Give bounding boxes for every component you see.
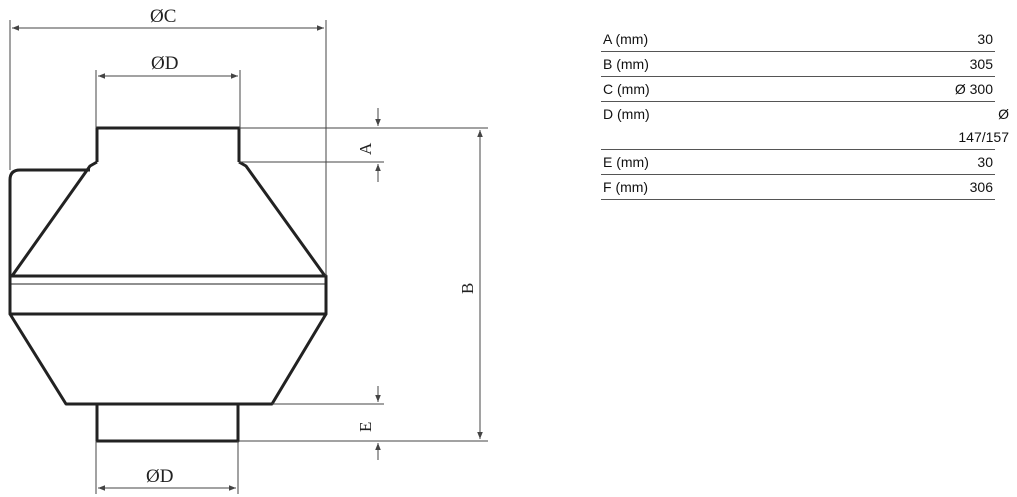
row-label: B (mm) (603, 56, 649, 72)
middle-band (8, 274, 328, 316)
table-row: F (mm) 306 (601, 175, 995, 200)
row-label: C (mm) (603, 81, 650, 97)
row-value: 30 (977, 154, 993, 170)
row-label: E (mm) (603, 154, 649, 170)
label-dim-a: A (356, 142, 375, 155)
table-row: E (mm) 30 (601, 150, 995, 175)
table-row: A (mm) 30 (601, 27, 995, 52)
row-value: 306 (969, 179, 993, 195)
label-dim-d-top: ØD (151, 53, 178, 74)
row-value: Ø 147/157 (958, 106, 1009, 145)
label-dim-e: E (356, 422, 375, 432)
label-dim-b: B (458, 283, 477, 294)
table-row: B (mm) 305 (601, 52, 995, 77)
table-row: D (mm) Ø 147/157 (601, 102, 1009, 150)
dimension-d-bottom (95, 441, 239, 494)
table-row: C (mm) Ø 300 (601, 77, 995, 102)
row-label: A (mm) (603, 31, 649, 47)
dimension-d-top (95, 70, 241, 128)
bottom-collar (95, 404, 240, 443)
fan-body (8, 126, 328, 443)
side-bracket (8, 168, 90, 276)
row-label: D (mm) (603, 106, 650, 122)
row-value: 305 (969, 56, 993, 72)
dimension-c (9, 20, 327, 276)
top-collar (95, 126, 241, 162)
dimension-a (239, 108, 488, 182)
label-dim-d-bottom: ØD (146, 466, 173, 487)
fan-dimension-drawing: ØC ØD ØD A B E (8, 6, 488, 494)
dimension-e (272, 386, 384, 460)
row-value: Ø 300 (954, 81, 993, 97)
upper-cone (10, 160, 327, 277)
label-dim-c-top: ØC (150, 6, 176, 27)
row-label: F (mm) (603, 179, 649, 195)
dimensions-table: A (mm) 30 B (mm) 305 C (mm) Ø 300 D (mm)… (601, 27, 1009, 200)
row-value: 30 (977, 31, 993, 47)
dimension-b (239, 130, 488, 442)
lower-cone (8, 313, 328, 406)
